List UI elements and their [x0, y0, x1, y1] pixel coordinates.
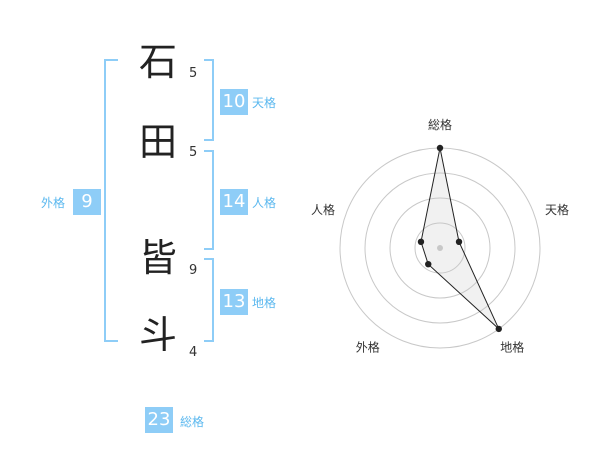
- gaikaku-value: 9: [73, 189, 101, 215]
- gaikaku-bracket: [104, 59, 118, 342]
- stroke-count-2: 5: [189, 145, 198, 160]
- name-char-4: 斗: [138, 313, 177, 357]
- radar-polygon: [420, 147, 500, 330]
- radar-point: [425, 260, 432, 268]
- stroke-count-1: 5: [189, 66, 198, 81]
- radar-axis-label: 地格: [500, 340, 524, 355]
- radar-ring: [364, 172, 516, 324]
- jinkaku-label: 人格: [252, 196, 277, 210]
- name-char-3: 皆: [138, 236, 177, 280]
- jinkaku-value: 14: [220, 189, 248, 215]
- jinkaku-bracket: [204, 150, 214, 250]
- stroke-count-3: 9: [189, 263, 198, 278]
- chikaku-value: 13: [220, 289, 248, 315]
- radar-ring: [389, 197, 491, 299]
- radar-point: [495, 325, 502, 333]
- name-char-1: 石: [138, 40, 177, 84]
- radar-point: [436, 144, 444, 152]
- radar-center: [437, 245, 443, 251]
- soukaku-label: 総格: [180, 415, 205, 429]
- tenkaku-value: 10: [220, 89, 248, 115]
- tenkaku-bracket: [204, 59, 214, 141]
- radar-axis-label: 人格: [311, 202, 335, 217]
- chikaku-bracket: [204, 258, 214, 342]
- radar-axis-label: 外格: [356, 340, 380, 355]
- radar-ring: [414, 222, 466, 274]
- radar-point: [417, 238, 425, 246]
- soukaku-value: 23: [145, 407, 173, 433]
- radar-point: [455, 238, 463, 246]
- stroke-count-4: 4: [189, 345, 198, 360]
- radar-axis-label: 天格: [545, 202, 569, 217]
- name-char-2: 田: [138, 120, 177, 164]
- chikaku-label: 地格: [252, 296, 277, 310]
- radar-axis-label: 総格: [428, 117, 452, 132]
- gaikaku-label: 外格: [41, 196, 66, 210]
- tenkaku-label: 天格: [252, 96, 277, 110]
